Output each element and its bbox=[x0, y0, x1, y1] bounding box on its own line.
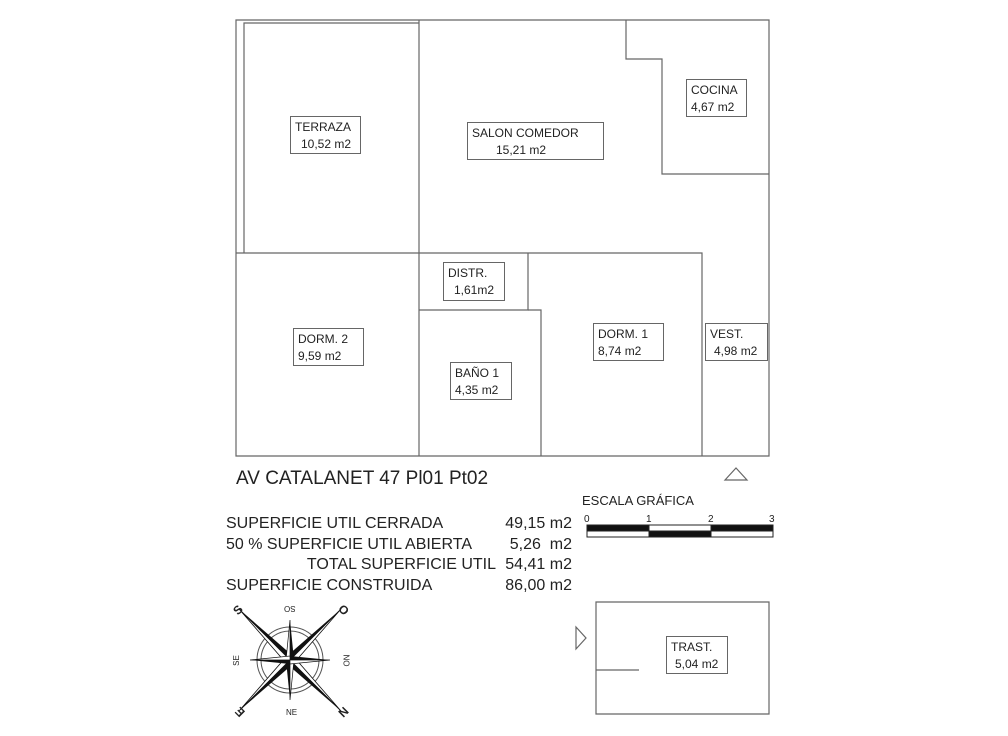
room-name: VEST. bbox=[710, 327, 744, 341]
scale-tick: 1 bbox=[646, 514, 652, 525]
room-label-bano-1: BAÑO 1 4,35 m2 bbox=[450, 362, 512, 400]
compass-label-ne: NE bbox=[286, 708, 298, 717]
summary-row: SUPERFICIE CONSTRUIDA 86,00 m2 bbox=[226, 576, 576, 597]
room-area: 10,52 m2 bbox=[301, 137, 352, 151]
summary-label: 50 % SUPERFICIE UTIL ABIERTA bbox=[226, 535, 472, 553]
summary-row: TOTAL SUPERFICIE UTIL 54,41 m2 bbox=[226, 555, 576, 576]
compass-rose-icon bbox=[238, 608, 342, 712]
compass-label-no: NO bbox=[341, 654, 351, 667]
trastero-walls bbox=[595, 601, 770, 715]
summary-value: 49,15 m2 bbox=[505, 515, 572, 532]
summary-value: 5,26 m2 bbox=[509, 535, 572, 553]
room-name: DISTR. bbox=[448, 266, 488, 280]
room-area: 9,59 m2 bbox=[298, 349, 342, 363]
room-label-dorm-1: DORM. 1 8,74 m2 bbox=[593, 323, 664, 361]
terraza-wall bbox=[243, 22, 419, 253]
scale-tick: 3 bbox=[769, 514, 775, 525]
outer-walls bbox=[235, 19, 770, 457]
room-label-dorm-2: DORM. 2 9,59 m2 bbox=[293, 328, 364, 366]
room-label-terraza: TERRAZA 10,52 m2 bbox=[290, 116, 361, 154]
room-label-trast: TRAST. 5,04 m2 bbox=[666, 636, 728, 674]
room-area: 4,35 m2 bbox=[455, 383, 499, 397]
room-name: TERRAZA bbox=[295, 120, 352, 134]
scale-tick: 2 bbox=[708, 514, 714, 525]
summary-label: SUPERFICIE UTIL CERRADA bbox=[226, 515, 444, 532]
room-label-salon-comedor: SALON COMEDOR 15,21 m2 bbox=[467, 122, 604, 160]
scale-bar bbox=[586, 524, 774, 538]
room-label-vest: VEST. 4,98 m2 bbox=[705, 323, 768, 361]
room-name: BAÑO 1 bbox=[455, 366, 500, 380]
summary-label: SUPERFICIE CONSTRUIDA bbox=[226, 576, 433, 594]
compass-label-se: SE bbox=[231, 655, 241, 666]
entry-triangle-up-icon bbox=[723, 467, 749, 481]
property-address-title: AV CATALANET 47 Pl01 Pt02 bbox=[236, 468, 489, 489]
room-area: 8,74 m2 bbox=[598, 344, 642, 358]
kitchen-walls bbox=[625, 20, 769, 175]
summary-value: 54,41 m2 bbox=[505, 556, 572, 573]
middle-wall bbox=[236, 252, 703, 456]
summary-label: TOTAL SUPERFICIE UTIL bbox=[306, 556, 496, 573]
scale-title: ESCALA GRÁFICA bbox=[582, 493, 694, 508]
summary-value: 86,00 m2 bbox=[505, 576, 572, 594]
summary-row: SUPERFICIE UTIL CERRADA 49,15 m2 bbox=[226, 514, 576, 535]
room-area: 4,98 m2 bbox=[714, 344, 758, 358]
bano-wall bbox=[528, 309, 542, 456]
surface-summary: SUPERFICIE UTIL CERRADA 49,15 m2 50 % SU… bbox=[226, 514, 576, 596]
room-name: DORM. 1 bbox=[598, 327, 649, 341]
room-name: COCINA bbox=[691, 83, 738, 97]
room-area: 1,61m2 bbox=[454, 283, 495, 297]
room-name: TRAST. bbox=[671, 640, 713, 654]
room-name: DORM. 2 bbox=[298, 332, 349, 346]
room-area: 5,04 m2 bbox=[675, 657, 719, 671]
scale-tick: 0 bbox=[584, 514, 590, 525]
summary-row: 50 % SUPERFICIE UTIL ABIERTA 5,26 m2 bbox=[226, 535, 576, 556]
compass-label-so: SO bbox=[284, 604, 296, 613]
entry-triangle-right-icon bbox=[575, 625, 587, 651]
room-name: SALON COMEDOR bbox=[472, 126, 579, 140]
room-area: 4,67 m2 bbox=[691, 100, 735, 114]
room-label-distr: DISTR. 1,61m2 bbox=[443, 262, 505, 301]
room-label-cocina: COCINA 4,67 m2 bbox=[686, 79, 747, 117]
room-area: 15,21 m2 bbox=[496, 143, 547, 157]
